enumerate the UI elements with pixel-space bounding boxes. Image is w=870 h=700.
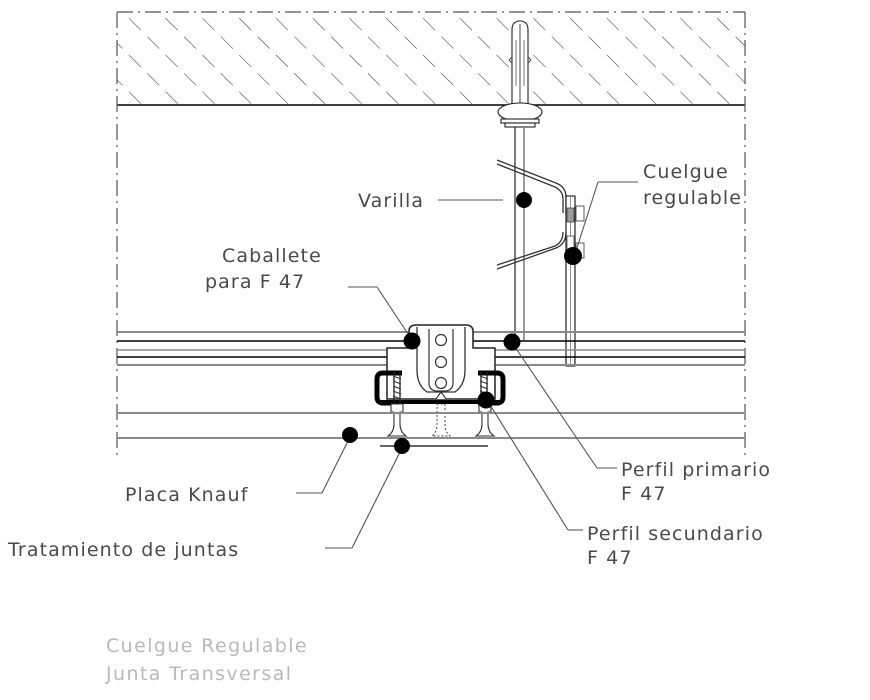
label-caballete-line2: para F 47 bbox=[205, 271, 305, 293]
dot-cuelgue-regulable bbox=[564, 247, 582, 265]
leader-lines bbox=[296, 181, 638, 549]
label-cuelgue-regulable-line1: Cuelgue bbox=[643, 161, 729, 183]
label-perfil-primario-line2: F 47 bbox=[621, 483, 667, 505]
placa-knauf bbox=[117, 411, 745, 440]
dot-placa-knauf bbox=[342, 427, 358, 443]
drawing-title-line1: Cuelgue Regulable bbox=[106, 635, 308, 657]
dot-tratamiento-juntas bbox=[394, 438, 410, 454]
varilla bbox=[514, 127, 525, 340]
section-boundary bbox=[116, 11, 746, 458]
losa-hormigon bbox=[117, 12, 745, 106]
label-caballete-line1: Caballete bbox=[222, 245, 322, 267]
label-perfil-secundario-line2: F 47 bbox=[587, 547, 633, 569]
drawing-title-line2: Junta Transversal bbox=[105, 663, 292, 685]
label-cuelgue-regulable-line2: regulable bbox=[643, 187, 742, 209]
dot-perfil-primario bbox=[503, 333, 521, 351]
dot-varilla bbox=[516, 192, 532, 208]
label-varilla: Varilla bbox=[358, 190, 424, 212]
label-tratamiento-juntas: Tratamiento de juntas bbox=[7, 539, 239, 561]
dot-perfil-secundario bbox=[477, 391, 495, 409]
arandela-tuerca bbox=[497, 102, 543, 128]
label-perfil-secundario-line1: Perfil secundario bbox=[587, 523, 764, 545]
anclaje-expansion bbox=[508, 20, 532, 106]
leader-dots bbox=[342, 192, 582, 454]
dot-caballete bbox=[403, 332, 421, 350]
label-placa-knauf: Placa Knauf bbox=[125, 484, 249, 506]
label-perfil-primario-line1: Perfil primario bbox=[621, 459, 771, 481]
